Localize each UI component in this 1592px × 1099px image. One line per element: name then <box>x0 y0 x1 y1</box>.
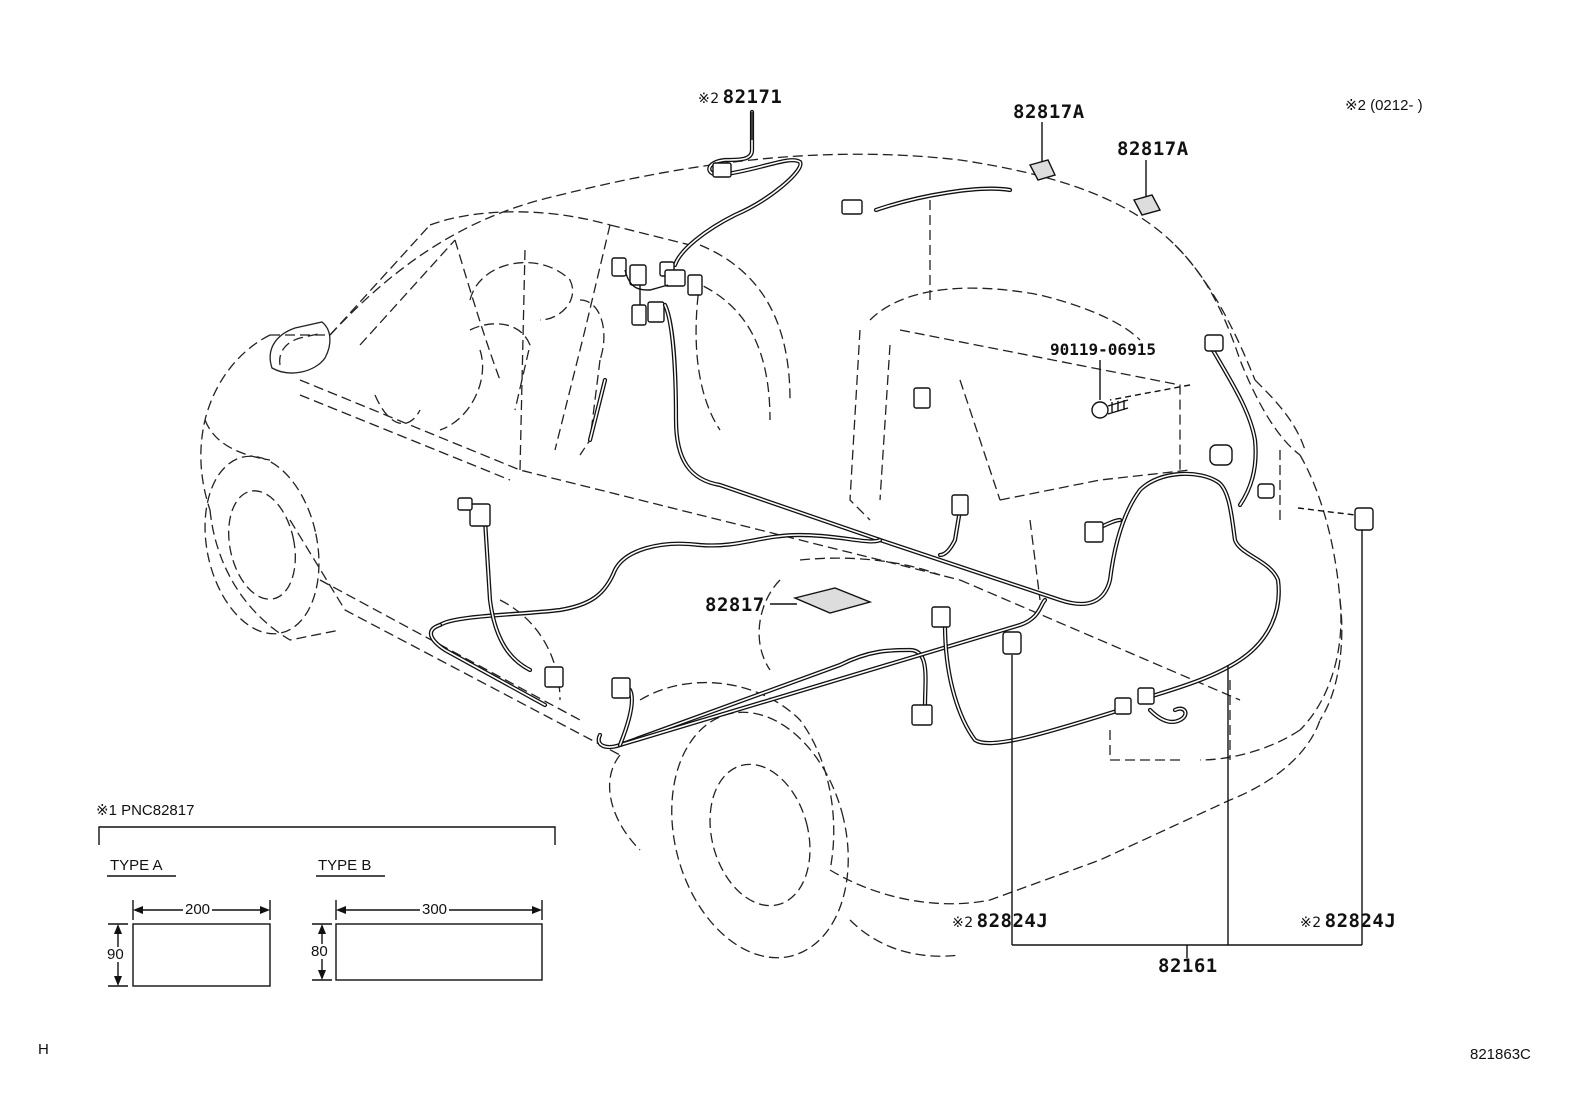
part-number-82171: 82171 <box>722 86 783 108</box>
part-number-82824J: 82824J <box>976 910 1049 932</box>
legend-geometry <box>98 826 556 987</box>
legend-type-a-title: TYPE A <box>110 857 163 874</box>
harness-connectors <box>457 199 1374 726</box>
callout-leaders <box>1011 384 1363 958</box>
floor-pad-82817 <box>770 587 873 614</box>
label-82817A-1: 82817A <box>1013 101 1085 123</box>
note-top-right: ※2 (0212- ) <box>1345 97 1423 114</box>
dash-connectors <box>611 257 703 326</box>
legend-type-b-height: 80 <box>309 943 330 960</box>
part-number-82824J: 82824J <box>1324 910 1397 932</box>
note-mark-2: ※2 <box>698 91 720 107</box>
legend-type-b-title: TYPE B <box>318 857 372 874</box>
car-body-outline <box>200 153 1343 959</box>
legend-header: ※1 PNC82817 <box>96 802 195 819</box>
roof-harness-82171 <box>672 109 803 268</box>
bolt-90119-06915 <box>1091 360 1129 419</box>
legend-type-a-width: 200 <box>183 901 213 918</box>
label-90119-06915: 90119-06915 <box>1050 340 1156 359</box>
footer-mark: H <box>38 1041 49 1058</box>
label-82817A-2: 82817A <box>1117 138 1189 160</box>
clips-82817A <box>1028 122 1162 216</box>
label-82161: 82161 <box>1158 955 1218 977</box>
floor-harness-82161 <box>428 186 1281 750</box>
label-82817: 82817 <box>705 594 765 616</box>
legend-type-b-width: 300 <box>420 901 450 918</box>
note-mark-2: ※2 <box>1300 915 1322 931</box>
diagram-id: 821863C <box>1470 1046 1531 1063</box>
legend-type-a-height: 90 <box>105 946 126 963</box>
note-mark-2: ※2 <box>952 915 974 931</box>
